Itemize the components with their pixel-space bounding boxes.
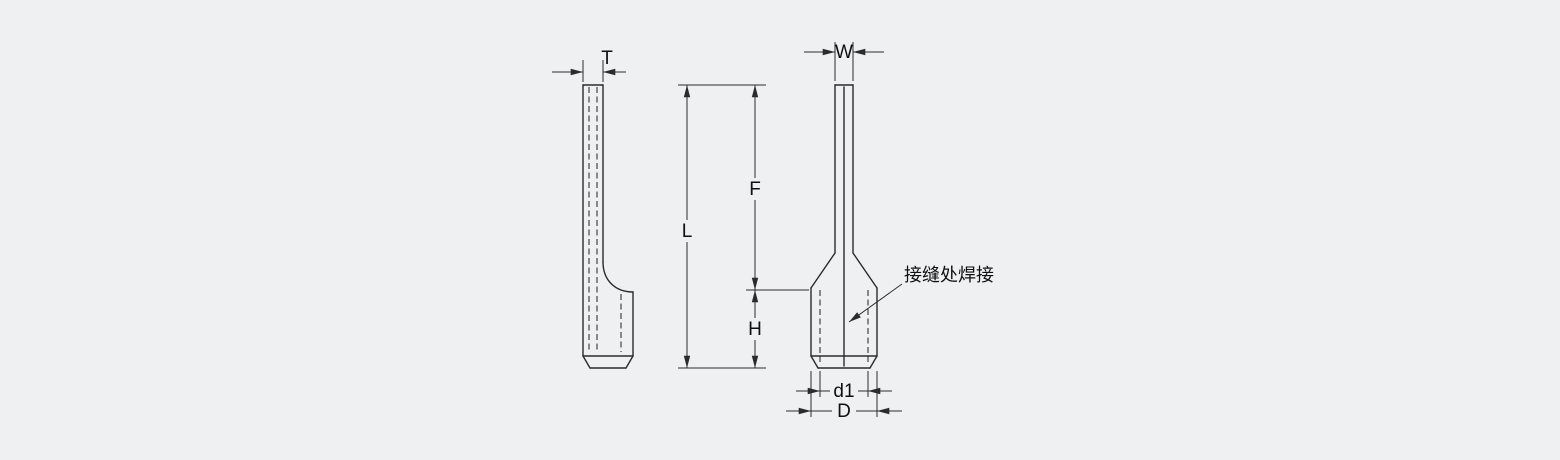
weld-annotation: 接缝处焊接 <box>848 265 994 323</box>
dim-L: L <box>682 85 693 368</box>
dim-D: D <box>786 371 902 422</box>
dim-label-d1: d1 <box>833 381 854 402</box>
dim-T: T <box>552 48 626 82</box>
weld-leader-arrow <box>848 283 903 323</box>
dim-W: W <box>804 42 884 81</box>
dim-label-L: L <box>682 221 693 242</box>
front-view-hidden-lines <box>819 290 869 362</box>
front-view-outline <box>810 84 878 369</box>
dim-label-H: H <box>748 319 762 340</box>
weld-note-label: 接缝处焊接 <box>904 265 994 285</box>
side-view-outline <box>582 84 634 369</box>
dim-d1: d1 <box>796 371 892 402</box>
extension-lines <box>678 84 809 369</box>
dim-label-F: F <box>749 179 761 200</box>
dim-H: H <box>748 290 762 368</box>
dim-F: F <box>749 85 761 290</box>
dim-label-W: W <box>835 42 853 63</box>
side-view-hidden-lines <box>588 87 622 352</box>
dim-label-T: T <box>601 48 613 69</box>
dim-label-D: D <box>837 401 851 422</box>
